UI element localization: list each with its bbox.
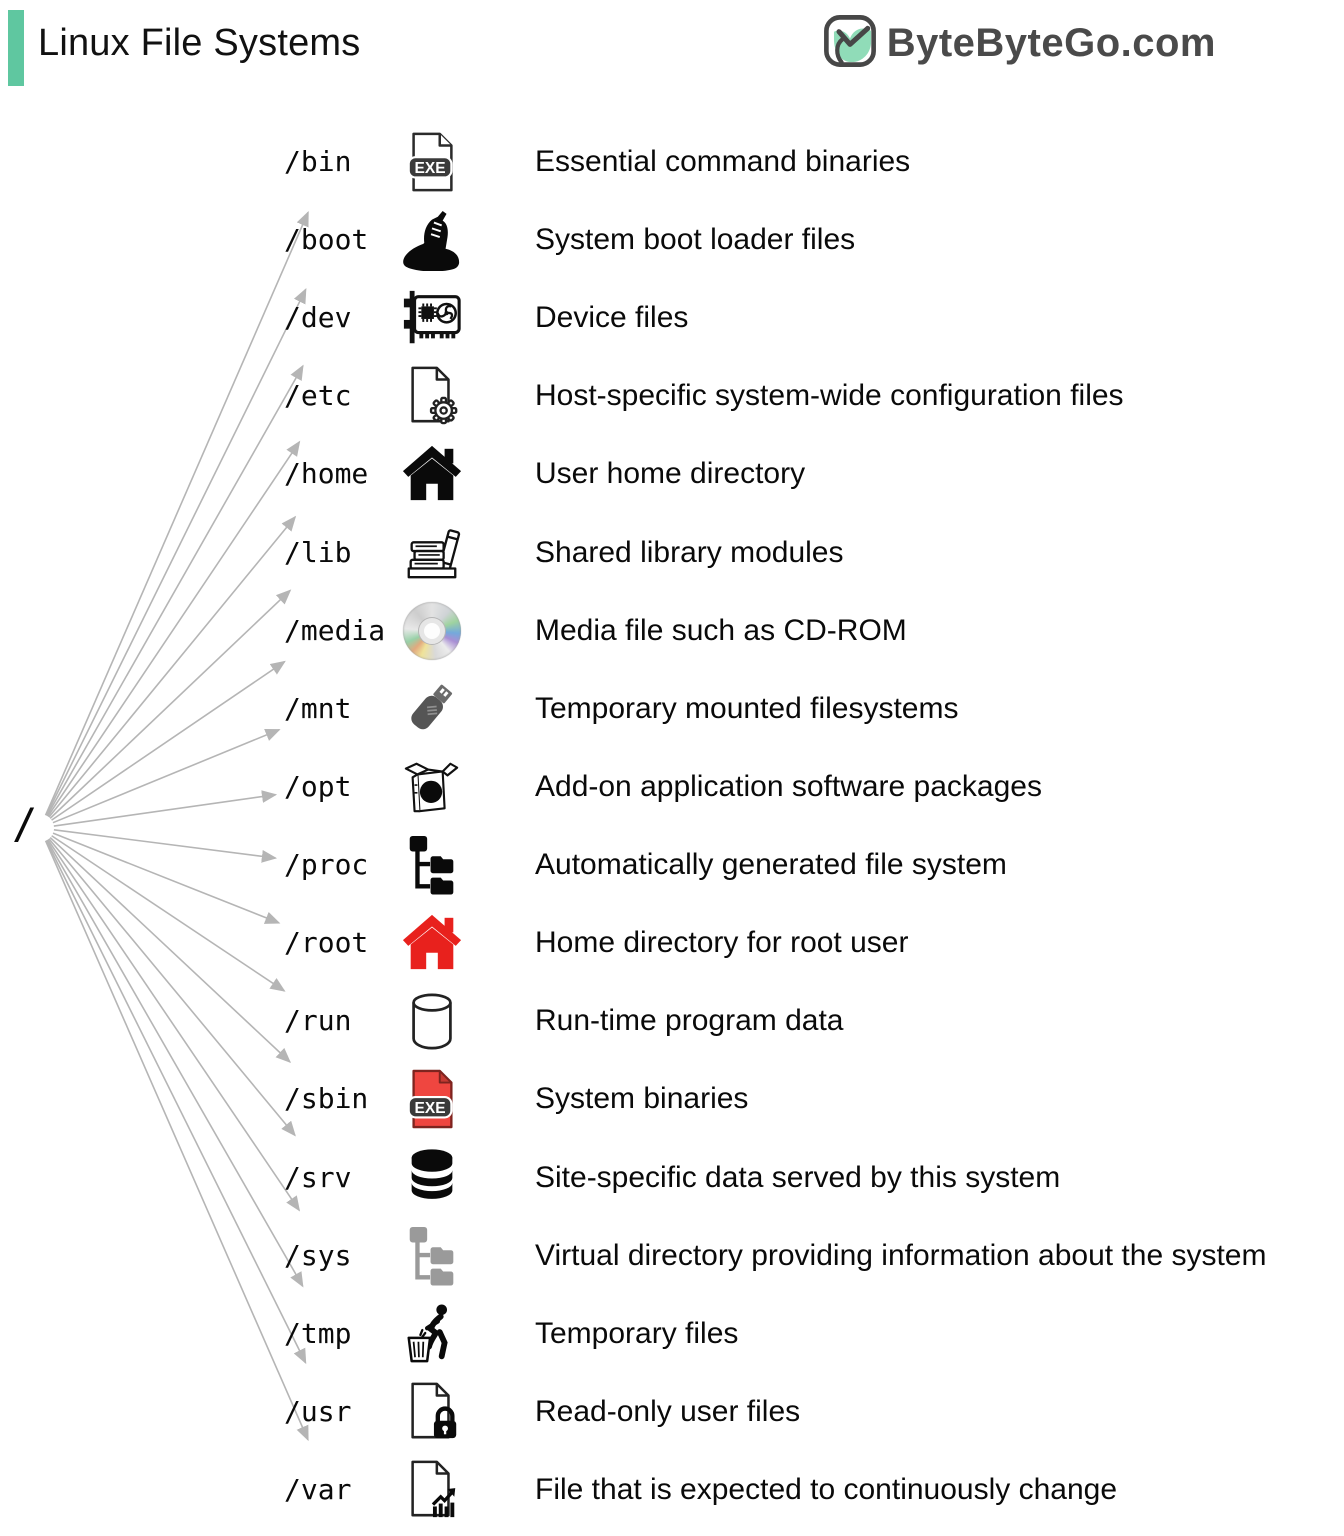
path-label: /sys xyxy=(284,1238,352,1272)
cd-rom-icon xyxy=(400,599,464,663)
fs-row-var: /var File that is expected to continuous… xyxy=(0,1451,1344,1529)
path-description: User home directory xyxy=(535,457,806,491)
path-description: Add-on application software packages xyxy=(535,769,1042,803)
path-label: /usr xyxy=(284,1394,352,1428)
system-tree-icon xyxy=(400,1224,464,1288)
path-label: /opt xyxy=(284,769,352,803)
fs-row-proc: /proc Automatically generated file syste… xyxy=(0,826,1344,904)
locked-file-icon xyxy=(400,1380,464,1444)
path-description: Media file such as CD-ROM xyxy=(535,613,907,647)
fs-row-mnt: /mnt Temporary mounted filesystems xyxy=(0,670,1344,748)
software-package-icon xyxy=(400,755,464,819)
fs-row-root: /root Home directory for root user xyxy=(0,904,1344,982)
trash-litter-icon xyxy=(400,1302,464,1366)
config-file-icon xyxy=(400,364,464,428)
path-label: /srv xyxy=(284,1160,352,1194)
fs-row-media: /media Media file such as CD-ROM xyxy=(0,592,1344,670)
cylinder-icon xyxy=(400,989,464,1053)
path-label: /lib xyxy=(284,535,352,569)
path-description: Temporary files xyxy=(535,1316,739,1350)
brand: ByteByteGo.com xyxy=(823,14,1216,73)
page-title: Linux File Systems xyxy=(38,22,361,64)
fs-row-usr: /usr Read-only user files xyxy=(0,1373,1344,1451)
process-tree-icon xyxy=(400,833,464,897)
path-label: /etc xyxy=(284,379,352,413)
path-description: Home directory for root user xyxy=(535,926,909,960)
path-description: System binaries xyxy=(535,1082,749,1116)
path-label: /home xyxy=(284,457,369,491)
root-home-icon xyxy=(400,911,464,975)
path-description: Automatically generated file system xyxy=(535,848,1007,882)
fs-row-sbin: /sbin EXE System binaries xyxy=(0,1060,1344,1138)
fs-row-sys: /sys Virtual directory providing informa… xyxy=(0,1217,1344,1295)
changing-file-icon xyxy=(400,1458,464,1522)
path-label: /mnt xyxy=(284,691,352,725)
library-books-icon xyxy=(400,521,464,585)
fs-row-lib: /lib Shared library modules xyxy=(0,514,1344,592)
path-label: /bin xyxy=(284,145,352,178)
device-card-icon xyxy=(400,286,464,350)
exe-file-icon: EXE xyxy=(400,130,464,194)
path-description: Virtual directory providing information … xyxy=(535,1238,1267,1272)
header: Linux File Systems ByteByteGo.com xyxy=(0,0,1344,100)
path-description: Essential command binaries xyxy=(535,145,911,178)
path-description: Shared library modules xyxy=(535,535,844,569)
usb-drive-icon xyxy=(400,677,464,741)
path-label: /tmp xyxy=(284,1316,352,1350)
path-label: /run xyxy=(284,1004,352,1038)
fs-row-boot: /boot System boot loader files xyxy=(0,201,1344,279)
path-description: Site-specific data served by this system xyxy=(535,1160,1061,1194)
path-label: /media xyxy=(284,613,386,647)
fs-row-run: /run Run-time program data xyxy=(0,982,1344,1060)
home-icon xyxy=(400,442,464,506)
boot-icon xyxy=(400,208,464,272)
bytebytego-logo-icon xyxy=(823,14,877,73)
path-label: /sbin xyxy=(284,1082,369,1116)
fs-row-srv: /srv Site-specific data served by this s… xyxy=(0,1139,1344,1217)
database-icon xyxy=(400,1146,464,1210)
fs-row-home: /home User home directory xyxy=(0,435,1344,513)
fs-row-etc: /etc Host-specific system xyxy=(0,357,1344,435)
path-description: Read-only user files xyxy=(535,1394,801,1428)
path-description: System boot loader files xyxy=(535,223,856,257)
root-directory-label: / xyxy=(12,799,38,848)
path-description: Run-time program data xyxy=(535,1004,844,1038)
path-description: Host-specific system-wide configuration … xyxy=(535,379,1124,413)
path-label: /root xyxy=(284,926,369,960)
title-accent-bar xyxy=(8,10,24,86)
fs-row-dev: /dev Device files xyxy=(0,279,1344,357)
exe-file-red-icon: EXE xyxy=(400,1067,464,1131)
path-label: /dev xyxy=(284,301,352,335)
svg-text:EXE: EXE xyxy=(415,1100,446,1117)
path-description: Device files xyxy=(535,301,689,335)
path-label: /proc xyxy=(284,848,369,882)
fs-row-opt: /opt Add-on application software package… xyxy=(0,748,1344,826)
path-label: /var xyxy=(284,1473,352,1507)
path-label: /boot xyxy=(284,223,369,257)
path-description: Temporary mounted filesystems xyxy=(535,691,959,725)
path-description: File that is expected to continuously ch… xyxy=(535,1473,1118,1507)
brand-text: ByteByteGo.com xyxy=(886,21,1216,65)
fs-row-bin: /bin EXE Essential command binaries xyxy=(0,123,1344,201)
svg-text:EXE: EXE xyxy=(415,160,446,177)
fs-row-tmp: /tmp Temporary files xyxy=(0,1295,1344,1373)
